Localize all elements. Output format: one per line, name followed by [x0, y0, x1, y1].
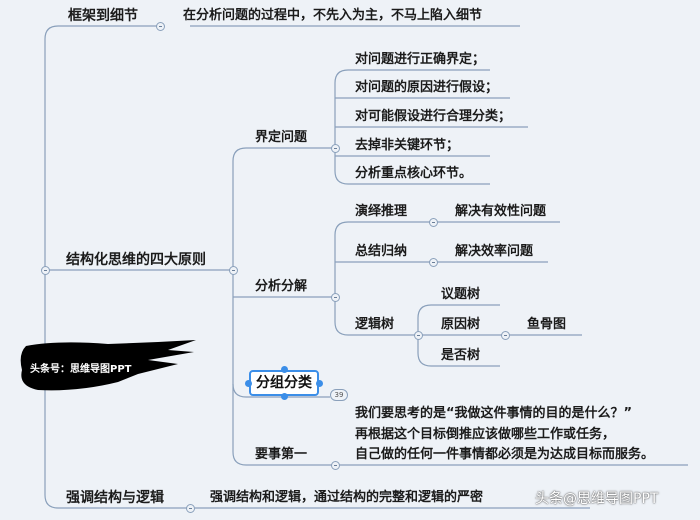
node-deduction-detail[interactable]: 解决有效性问题 — [455, 204, 547, 219]
collapse-toggle[interactable] — [331, 293, 340, 302]
collapse-toggle[interactable] — [429, 258, 438, 267]
define-item[interactable]: 去掉非关键环节； — [355, 138, 460, 153]
corner-watermark: 头条@思维导图PPT — [535, 491, 659, 507]
branch-structure-logic-detail[interactable]: 强调结构和逻辑，通过结构的完整和逻辑的严密 — [210, 490, 484, 505]
node-induction[interactable]: 总结归纳 — [355, 244, 408, 259]
node-logic-tree[interactable]: 逻辑树 — [355, 317, 395, 332]
node-deduction[interactable]: 演绎推理 — [355, 204, 408, 219]
resize-handle[interactable] — [316, 380, 323, 387]
node-yesno-tree[interactable]: 是否树 — [441, 348, 481, 363]
collapse-toggle[interactable] — [414, 331, 423, 340]
node-define-problem[interactable]: 界定问题 — [255, 130, 308, 145]
define-item[interactable]: 分析重点核心环节。 — [355, 166, 473, 181]
collapse-toggle[interactable] — [331, 144, 340, 153]
brush-watermark-logo — [20, 340, 196, 391]
define-item[interactable]: 对问题的原因进行假设； — [355, 80, 499, 95]
collapse-toggle[interactable] — [41, 266, 50, 275]
node-fishbone[interactable]: 鱼骨图 — [527, 317, 567, 332]
priority-line[interactable]: 自己做的任何一件事情都必须是为达成目标而服务。 — [355, 447, 655, 462]
collapse-toggle[interactable] — [229, 266, 238, 275]
define-item[interactable]: 对问题进行正确界定； — [355, 52, 486, 67]
resize-handle[interactable] — [281, 393, 288, 400]
define-item[interactable]: 对可能假设进行合理分类； — [355, 109, 512, 124]
collapse-toggle[interactable] — [429, 218, 438, 227]
branch-structure-logic[interactable]: 强调结构与逻辑 — [66, 490, 164, 506]
branch-framework-to-detail[interactable]: 框架到细节 — [68, 8, 138, 24]
priority-line[interactable]: 再根据这个目标倒推应该做哪些工作或任务， — [355, 427, 616, 442]
branch-framework-detail[interactable]: 在分析问题的过程中，不先入为主，不马上陷入细节 — [183, 8, 483, 23]
resize-handle[interactable] — [281, 366, 288, 373]
collapse-toggle[interactable] — [186, 504, 195, 513]
collapse-toggle[interactable] — [501, 331, 510, 340]
node-first-things-first[interactable]: 要事第一 — [255, 447, 308, 462]
resize-handle[interactable] — [245, 380, 252, 387]
node-analyze-decompose[interactable]: 分析分解 — [255, 279, 308, 294]
brush-watermark-text: 头条号：思维导图PPT — [30, 364, 132, 375]
branch-four-principles[interactable]: 结构化思维的四大原则 — [66, 252, 206, 268]
node-induction-detail[interactable]: 解决效率问题 — [455, 244, 534, 259]
collapse-toggle[interactable] — [156, 22, 165, 31]
node-issue-tree[interactable]: 议题树 — [441, 287, 481, 302]
collapse-toggle[interactable] — [331, 461, 340, 470]
priority-line[interactable]: 我们要思考的是“我做这件事情的目的是什么？” — [355, 406, 633, 421]
collapsed-count-badge[interactable]: 39 — [330, 389, 348, 401]
node-cause-tree[interactable]: 原因树 — [441, 317, 481, 332]
